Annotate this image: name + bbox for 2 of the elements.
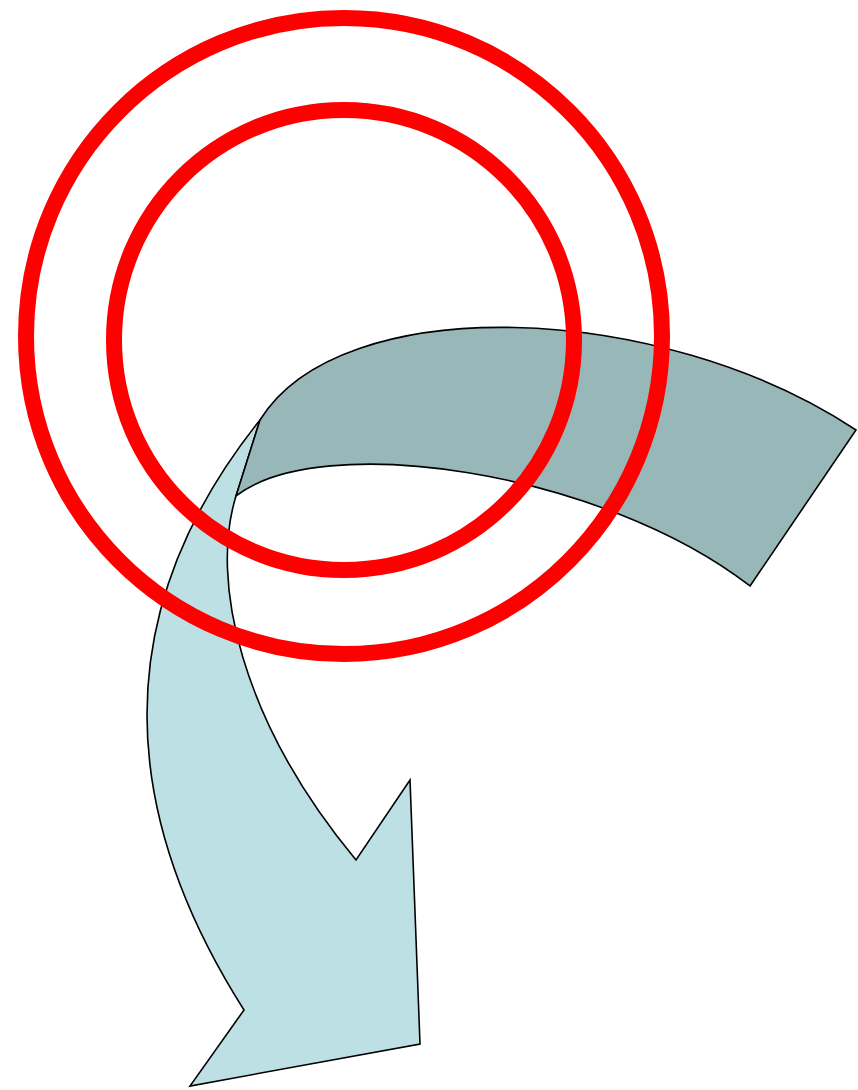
ring <box>18 10 670 662</box>
ring <box>106 102 582 578</box>
